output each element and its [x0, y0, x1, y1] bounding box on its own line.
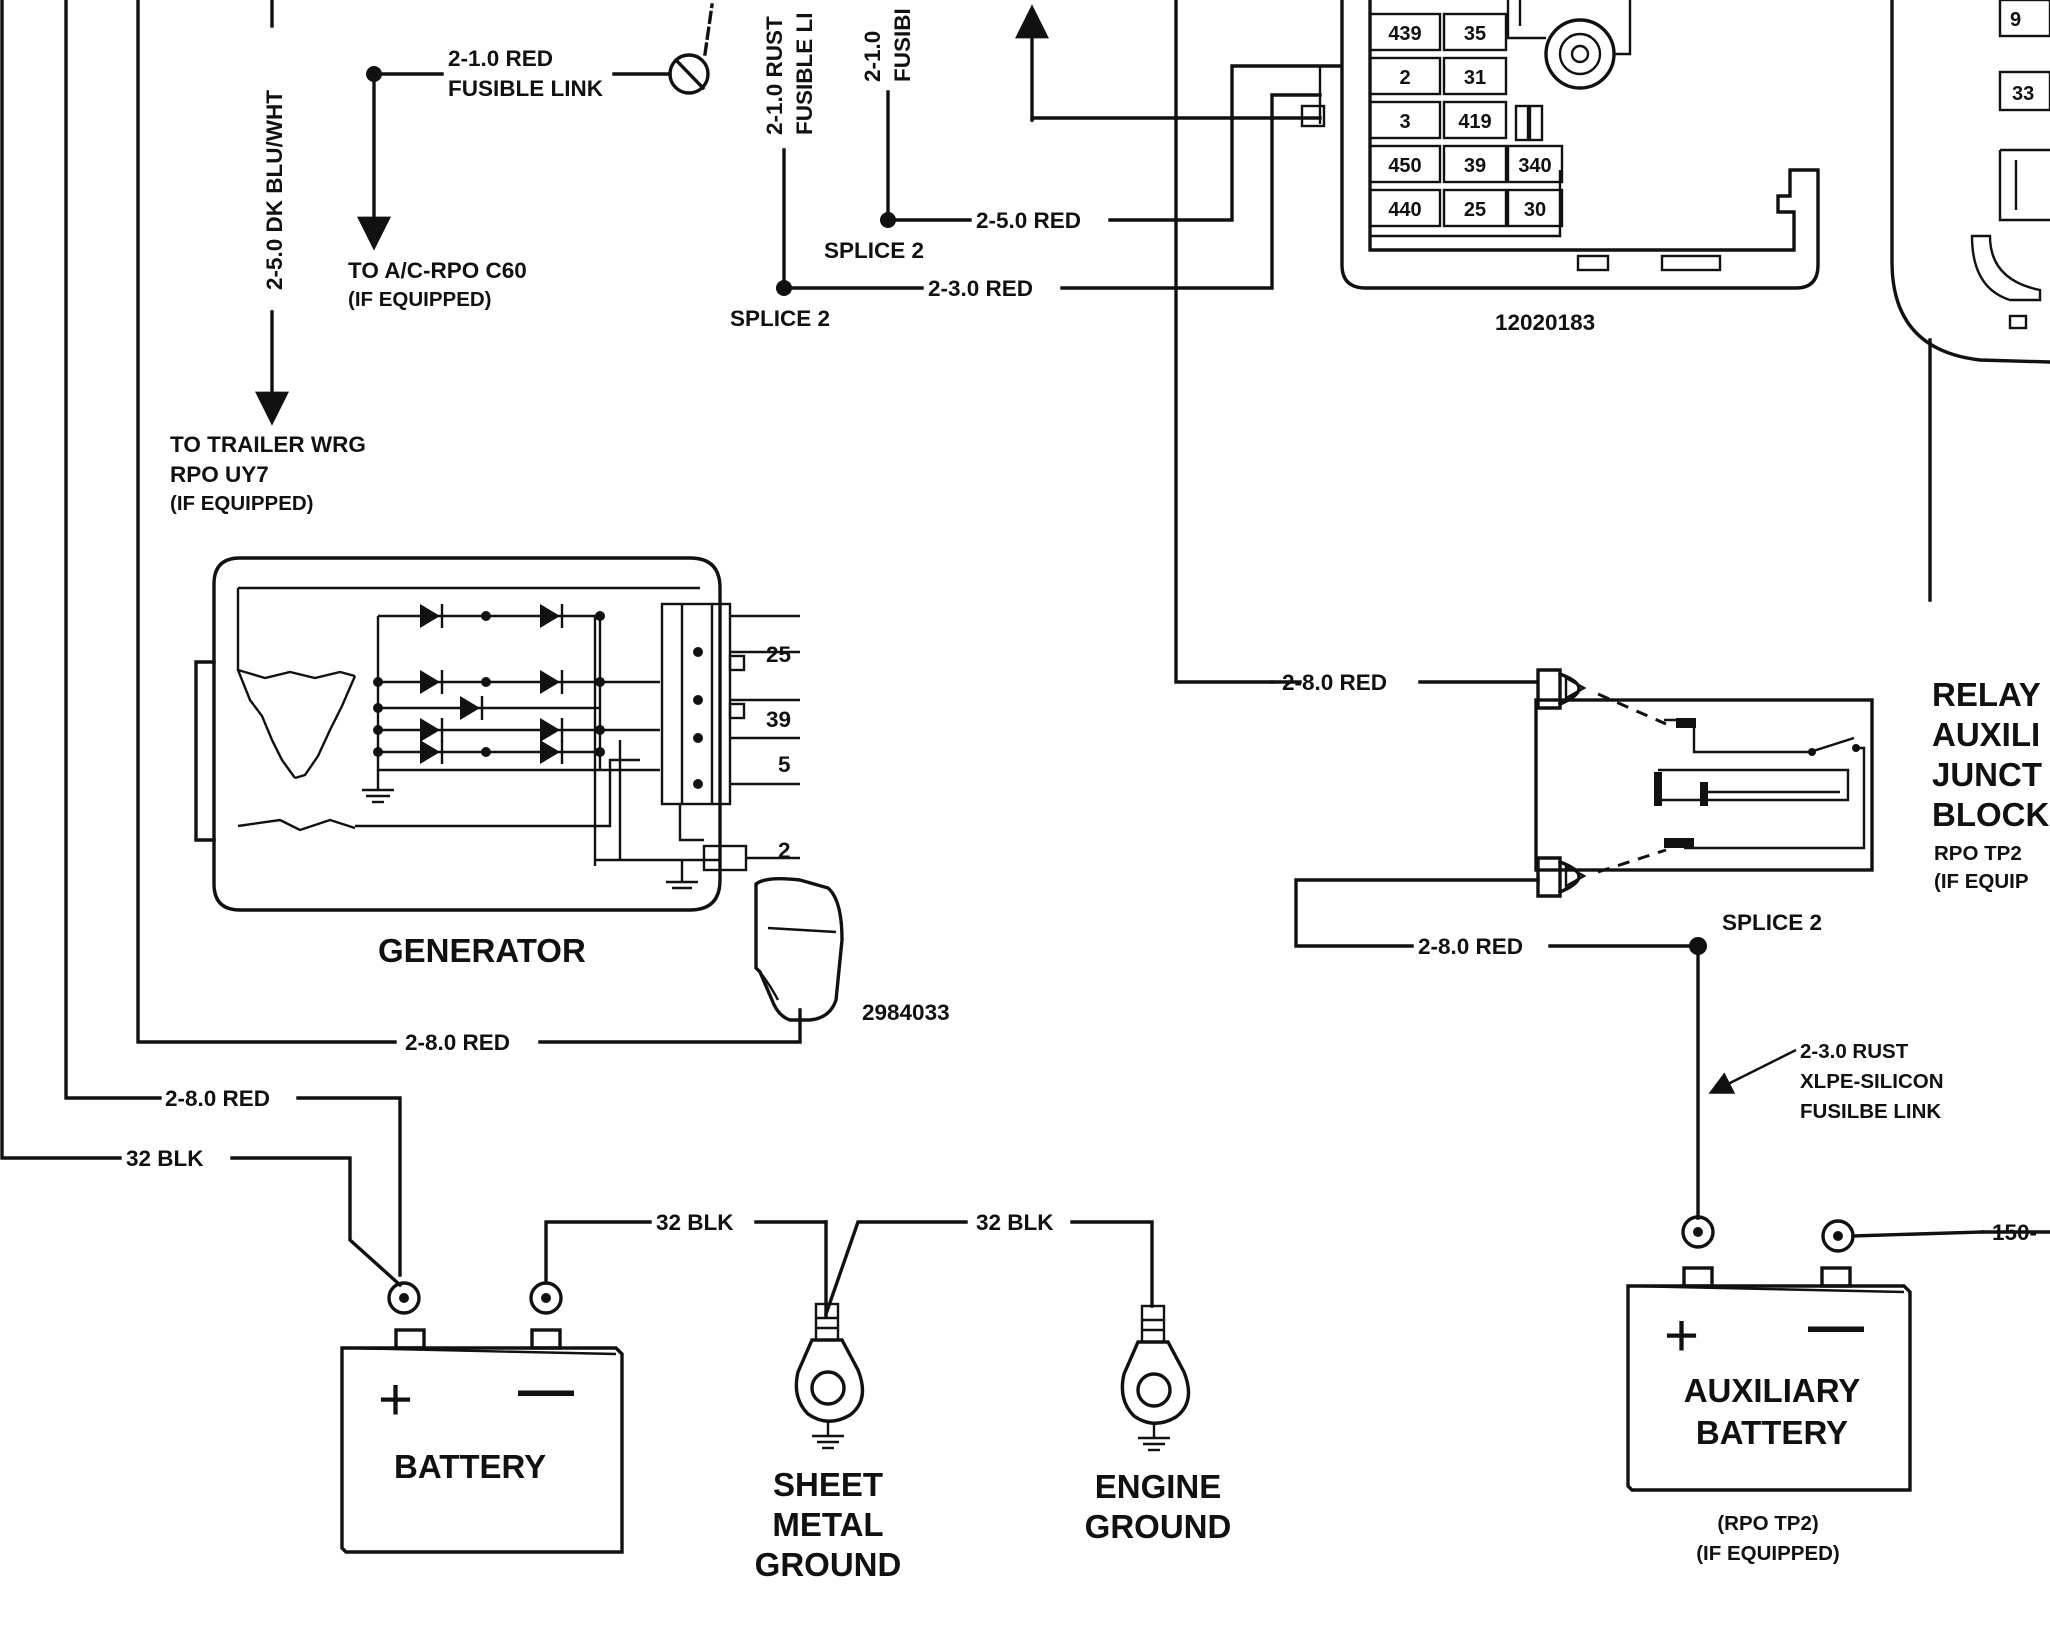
generator-connector [754, 876, 844, 1022]
relay-label: AUXILI [1932, 716, 2040, 753]
left-vertical-wires [0, 0, 802, 1288]
relay-auxiliary-block [1270, 668, 1874, 898]
battery [340, 1220, 652, 1554]
wire-label-red-8-batt: 2-8.0 RED [165, 1086, 270, 1111]
generator [194, 556, 800, 912]
wire-label-32-blk-c: 32 BLK [976, 1210, 1054, 1235]
dest-trailer-line2: RPO UY7 [170, 462, 269, 487]
wire-label-red-fusible: 2-1.0 RED [448, 46, 553, 71]
wire-label-fusible-short: FUSIBLE LI [792, 13, 817, 136]
engine-ground-label: ENGINE [1095, 1468, 1222, 1505]
battery-label: BATTERY [394, 1448, 546, 1485]
relay-note: RPO TP2 [1934, 842, 2022, 865]
generator-label: GENERATOR [378, 932, 586, 969]
wire-label-red-8-relay: 2-8.0 RED [1282, 670, 1387, 695]
sheet-metal-ground-label: SHEET [773, 1466, 883, 1503]
auxiliary-battery [1626, 1215, 1984, 1492]
wire-label-fusible-short-2: FUSIBI [890, 8, 915, 82]
aux-battery-label: BATTERY [1696, 1414, 1848, 1451]
dest-trailer-line1: TO TRAILER WRG [170, 432, 366, 457]
splice-label-b: SPLICE 2 [730, 306, 830, 331]
aux-battery-plus: + [1664, 1302, 1699, 1369]
fuse-cell: 39 [1464, 155, 1486, 177]
aux-battery-minus: — [1808, 1293, 1864, 1356]
fuse-cell: 25 [1464, 199, 1486, 221]
wire-label-red-8-aux: 2-8.0 RED [1418, 934, 1523, 959]
generator-terminal: 25 [766, 642, 791, 667]
right-block-cell: 33 [2012, 83, 2034, 105]
fuse-block-part-number: 12020183 [1495, 310, 1595, 335]
wire-label-fusible-link: FUSIBLE LINK [448, 76, 604, 101]
dest-trailer-line3: (IF EQUIPPED) [170, 492, 314, 515]
generator-connector-part: 2984033 [862, 1000, 950, 1025]
fuse-block [1300, 0, 1820, 290]
fuse-cell: 3 [1399, 111, 1410, 133]
fuse-cells: 439 35 2 31 3 419 450 39 340 440 25 30 [1368, 12, 1564, 228]
aux-battery-note: (IF EQUIPPED) [1696, 1542, 1840, 1565]
wire-label-32-blk-b: 32 BLK [656, 1210, 734, 1235]
fuse-cell: 35 [1464, 23, 1486, 45]
wire-label-rust-3: 2-3.0 RUST [1800, 1040, 1909, 1063]
right-edge-block [1890, 0, 2050, 602]
fusible-link-top [357, 3, 714, 251]
splice-label-c: SPLICE 2 [1722, 910, 1822, 935]
fuse-cell: 2 [1399, 67, 1410, 89]
aux-splice-wires [1294, 878, 2050, 1234]
fuse-cell: 419 [1458, 111, 1491, 133]
dest-ac-line2: (IF EQUIPPED) [348, 288, 492, 311]
wire-label-rust-fusible: 2-1.0 RUST [762, 16, 787, 135]
wire-label-red-3: 2-3.0 RED [928, 276, 1033, 301]
battery-minus: — [518, 1357, 574, 1420]
fuse-cell: 440 [1388, 199, 1421, 221]
generator-terminal: 39 [766, 707, 791, 732]
sheet-metal-ground-lug [794, 1302, 865, 1450]
generator-terminal: 5 [778, 752, 791, 777]
wire-label-xlpe: XLPE-SILICON [1800, 1070, 1944, 1093]
sheet-metal-ground-label: METAL [772, 1506, 883, 1543]
wire-label-fusible-link-2: FUSILBE LINK [1800, 1100, 1941, 1123]
splice-wires-center [776, 0, 1342, 684]
relay-note: (IF EQUIP [1934, 870, 2029, 893]
fuse-cell: 450 [1388, 155, 1421, 177]
wire-label-red-8-gen: 2-8.0 RED [405, 1030, 510, 1055]
battery-plus: + [378, 1366, 413, 1433]
engine-ground-label: GROUND [1085, 1508, 1232, 1545]
wire-label-32-blk-a: 32 BLK [126, 1146, 204, 1171]
dest-ac-line1: TO A/C-RPO C60 [348, 258, 527, 283]
relay-label: RELAY [1932, 676, 2041, 713]
fuse-cell: 439 [1388, 23, 1421, 45]
fuse-cell: 30 [1524, 199, 1546, 221]
relay-label: JUNCT [1932, 756, 2042, 793]
right-block-cell: 9 [2010, 9, 2021, 31]
splice-label-a: SPLICE 2 [824, 238, 924, 263]
wire-label-dk-blu-wht: 2-5.0 DK BLU/WHT [262, 90, 287, 290]
engine-ground-lug [1120, 1304, 1191, 1452]
generator-terminal: 2 [778, 838, 791, 863]
wire-label-red-fusible-2: 2-1.0 [860, 31, 885, 82]
wire-label-red-5: 2-5.0 RED [976, 208, 1081, 233]
fuse-cell: 340 [1518, 155, 1551, 177]
fuse-cell: 31 [1464, 67, 1486, 89]
sheet-metal-ground-label: GROUND [755, 1546, 902, 1583]
aux-battery-note: (RPO TP2) [1717, 1512, 1818, 1535]
relay-label: BLOCK [1932, 796, 2049, 833]
aux-battery-label: AUXILIARY [1684, 1372, 1861, 1409]
ground-wires [754, 1220, 1154, 1318]
wire-label-150: 150- [1992, 1220, 2037, 1245]
